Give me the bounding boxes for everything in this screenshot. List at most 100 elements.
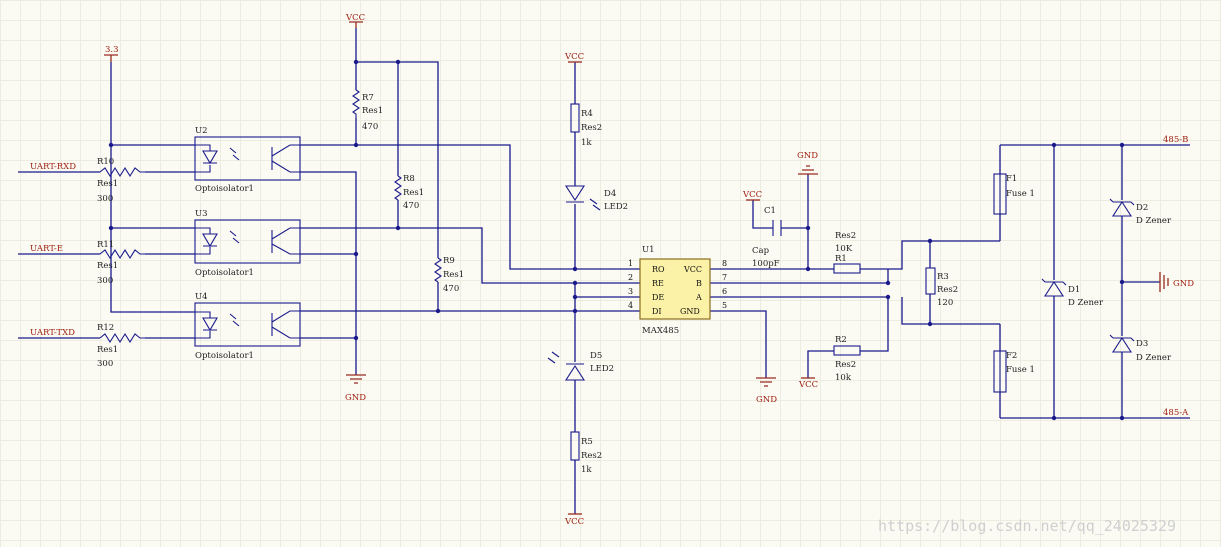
power-vcc-r2: VCC bbox=[798, 377, 818, 390]
type-label: D Zener bbox=[1068, 298, 1104, 308]
junctions bbox=[108, 59, 1125, 421]
ref-label: R8 bbox=[403, 174, 415, 184]
net-gnd-label: GND bbox=[797, 151, 818, 161]
power-vcc-d4: VCC bbox=[564, 52, 584, 63]
ref-label: U4 bbox=[195, 292, 208, 302]
type-label: Res1 bbox=[443, 270, 464, 280]
type-label: Fuse 1 bbox=[1006, 189, 1035, 199]
ref-label: D4 bbox=[604, 189, 616, 199]
power-vcc-cap: VCC bbox=[742, 190, 762, 201]
value-label: 470 bbox=[403, 201, 419, 211]
pin-name: DE bbox=[652, 293, 664, 302]
net-vcc-label: VCC bbox=[798, 380, 818, 390]
pin-name: B bbox=[696, 279, 702, 288]
ref-label: D3 bbox=[1136, 339, 1148, 349]
type-label: D Zener bbox=[1136, 353, 1172, 363]
pin-name: DI bbox=[652, 307, 662, 316]
value-label: 300 bbox=[97, 359, 113, 369]
resistor-r10: R10 Res1 300 bbox=[97, 157, 145, 204]
type-label: Optoisolator1 bbox=[195, 351, 254, 361]
value-label: 1k bbox=[581, 138, 592, 148]
type-label: D Zener bbox=[1136, 216, 1172, 226]
type-label: Res1 bbox=[97, 345, 118, 355]
value-label: 120 bbox=[937, 298, 953, 308]
ref-label: U2 bbox=[195, 126, 208, 136]
ref-label: D5 bbox=[590, 351, 602, 361]
type-label: Res1 bbox=[97, 261, 118, 271]
pin-number: 5 bbox=[722, 301, 727, 310]
resistor-r4: R4 Res2 1k bbox=[570, 103, 602, 148]
pin-number: 6 bbox=[722, 287, 727, 296]
ground-opto: GND bbox=[345, 374, 366, 403]
resistor-r3: R3 Res2 120 bbox=[925, 267, 958, 308]
fuse-f2: F2 Fuse 1 bbox=[993, 350, 1035, 393]
ic-u1-max485: U1 MAX485 1 2 3 4 RO RE DE DI VCC B A GN… bbox=[628, 245, 727, 336]
resistor-r8: R8 Res1 470 bbox=[394, 174, 424, 211]
type-label: Res2 bbox=[581, 451, 602, 461]
ic-name-label: MAX485 bbox=[642, 326, 679, 336]
net-vcc-label: VCC bbox=[564, 52, 584, 62]
type-label: LED2 bbox=[590, 364, 614, 374]
fuse-f1: F1 Fuse 1 bbox=[993, 173, 1035, 215]
pin-name: GND bbox=[680, 307, 700, 316]
net-485-a: 485-A bbox=[1163, 408, 1189, 418]
ref-label: R12 bbox=[97, 323, 114, 333]
net-uart-e: UART-E bbox=[30, 244, 63, 254]
ref-label: C1 bbox=[764, 206, 776, 216]
resistor-r7: R7 Res1 470 bbox=[352, 89, 383, 132]
ref-label: R1 bbox=[835, 254, 847, 264]
value-label: 300 bbox=[97, 276, 113, 286]
value-label: 470 bbox=[362, 122, 378, 132]
optoisolator-u3: U3 Optoisolator1 bbox=[194, 209, 301, 278]
pin-name: A bbox=[695, 293, 702, 302]
type-label: Res1 bbox=[403, 188, 424, 198]
optoisolator-u4: U4 Optoisolator1 bbox=[194, 292, 301, 361]
capacitor-c1: C1 Cap 100pF bbox=[752, 206, 782, 269]
ref-label: R5 bbox=[581, 437, 593, 447]
ref-label: R7 bbox=[362, 93, 374, 103]
pin-number: 2 bbox=[628, 273, 633, 282]
type-label: Res1 bbox=[362, 106, 383, 116]
type-label: Res2 bbox=[581, 123, 602, 133]
zener-d1: D1 D Zener bbox=[1041, 278, 1104, 308]
resistor-r1: Res2 10K R1 bbox=[833, 231, 861, 274]
type-label: Fuse 1 bbox=[1006, 365, 1035, 375]
net-uart-rxd: UART-RXD bbox=[30, 162, 76, 172]
value-label: 1k bbox=[581, 465, 592, 475]
net-gnd-label: GND bbox=[345, 393, 366, 403]
type-label: Cap bbox=[752, 246, 770, 256]
resistor-r12: R12 Res1 300 bbox=[97, 323, 145, 369]
type-label: Res1 bbox=[97, 179, 118, 189]
optoisolator-u2: U2 Optoisolator1 bbox=[194, 126, 301, 194]
ground-right: GND bbox=[1159, 272, 1194, 292]
ground-ic: GND bbox=[756, 377, 777, 405]
led-d4: D4 LED2 bbox=[564, 185, 628, 212]
type-label: Optoisolator1 bbox=[195, 184, 254, 194]
ref-label: R11 bbox=[97, 240, 114, 250]
value-label: 300 bbox=[97, 194, 113, 204]
led-d5: D5 LED2 bbox=[547, 351, 614, 381]
value-label: 100pF bbox=[752, 259, 780, 269]
watermark-text: https://blog.csdn.net/qq_24025329 bbox=[878, 517, 1176, 535]
value-label: 10k bbox=[835, 373, 852, 383]
ref-label: U1 bbox=[642, 245, 655, 255]
net-vcc-label: VCC bbox=[345, 13, 365, 23]
type-label: Optoisolator1 bbox=[195, 268, 254, 278]
resistor-r9: R9 Res1 470 bbox=[434, 256, 464, 294]
net-gnd-label: GND bbox=[756, 395, 777, 405]
value-label: 470 bbox=[443, 284, 459, 294]
type-label: Res2 bbox=[835, 231, 856, 241]
ref-label: R3 bbox=[937, 272, 949, 282]
pin-name: VCC bbox=[683, 265, 702, 274]
ref-label: R4 bbox=[581, 109, 593, 119]
type-label: Res2 bbox=[835, 360, 856, 370]
value-label: 10K bbox=[835, 244, 853, 254]
net-485-b: 485-B bbox=[1163, 135, 1188, 145]
resistor-r11: R11 Res1 300 bbox=[97, 240, 145, 286]
ref-label: F2 bbox=[1006, 351, 1017, 361]
zener-d3: D3 D Zener bbox=[1109, 334, 1172, 363]
power-vcc-top: VCC bbox=[345, 13, 365, 28]
net-vcc-label: VCC bbox=[564, 517, 584, 527]
